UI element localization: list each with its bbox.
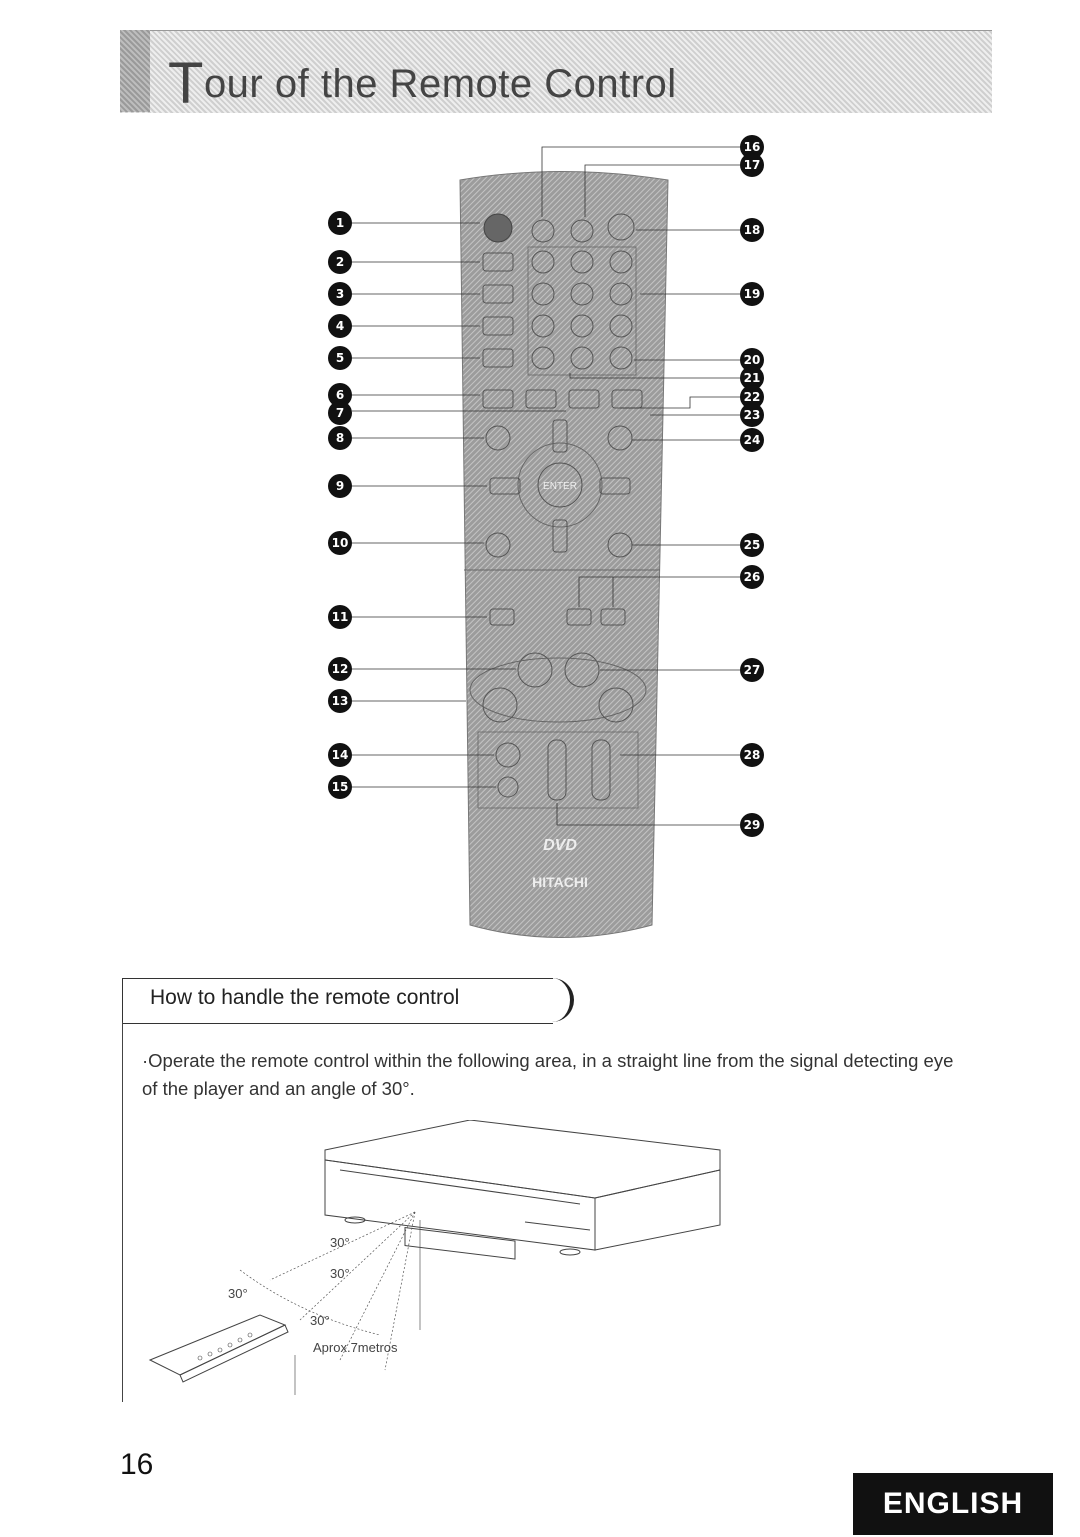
remote-svg: ENTER DVD HITACHI	[352, 146, 740, 938]
callout-7: 7	[328, 401, 352, 425]
play-pause-button	[564, 652, 600, 688]
left-button-5	[482, 348, 514, 368]
left-button-3	[482, 284, 514, 304]
nav-left-bottom-button	[485, 532, 511, 558]
angle-label-4: 30°	[310, 1313, 330, 1328]
transport-button-11	[489, 608, 515, 626]
callout-18: 18	[740, 218, 764, 242]
title-banner-edge	[120, 30, 150, 112]
angle-label-1: 30°	[330, 1235, 350, 1250]
vol-rocker-right	[591, 739, 611, 801]
nav-up-button	[552, 419, 568, 453]
callout-26: 26	[740, 565, 764, 589]
range-lines	[239, 1211, 416, 1371]
callout-11: 11	[328, 605, 352, 629]
top-button-c	[607, 213, 635, 241]
callout-21: 21	[740, 366, 764, 390]
instruction-text: ·Operate the remote control within the f…	[142, 1050, 954, 1099]
top-button-a	[531, 219, 555, 243]
nav-down-button	[552, 519, 568, 553]
enter-ring	[517, 442, 603, 528]
title-rest: our of the Remote Control	[203, 62, 677, 106]
callout-10: 10	[328, 531, 352, 555]
range-diagram: 30° 30° 30° 30° Aprox.7metros	[140, 1119, 740, 1400]
remote-body	[459, 171, 669, 938]
callout-9: 9	[328, 474, 352, 498]
enter-button	[537, 462, 583, 508]
callout-4: 4	[328, 314, 352, 338]
bottom-frame	[477, 731, 639, 809]
callout-2: 2	[328, 250, 352, 274]
vol-rocker-left	[547, 739, 567, 801]
nav-left-button	[489, 477, 521, 495]
section-rule	[122, 1022, 123, 1402]
callout-3: 3	[328, 282, 352, 306]
power-button	[483, 213, 513, 243]
dvd-logo: DVD	[543, 837, 577, 854]
section-header-box	[122, 978, 553, 1024]
callout-25: 25	[740, 533, 764, 557]
left-button-4	[482, 316, 514, 336]
angle-label-2: 30°	[330, 1266, 350, 1281]
callout-17: 17	[740, 153, 764, 177]
left-button-2	[482, 252, 514, 272]
top-button-b	[570, 219, 594, 243]
range-diagram-svg: 30° 30° 30° 30° Aprox.7metros	[148, 1119, 721, 1395]
right-leader-lines	[541, 146, 740, 826]
bottom-button-15	[497, 776, 519, 798]
distance-label: Aprox.7metros	[313, 1340, 398, 1355]
page-number: 16	[120, 1448, 154, 1481]
nav-left-top-button	[485, 425, 511, 451]
callout-19: 19	[740, 282, 764, 306]
callout-14: 14	[328, 743, 352, 767]
angle-label-3: 30°	[228, 1286, 248, 1301]
callout-28: 28	[740, 743, 764, 767]
title-initial: T	[168, 51, 204, 116]
callout-27: 27	[740, 658, 764, 682]
language-tab: ENGLISH	[853, 1473, 1053, 1535]
callout-23: 23	[740, 403, 764, 427]
stop-button	[517, 652, 553, 688]
callout-8: 8	[328, 426, 352, 450]
transport-ring	[469, 657, 647, 723]
skip-back-button	[566, 608, 592, 626]
callout-1: 1	[328, 211, 352, 235]
remote-control-illustration: ENTER DVD HITACHI	[328, 135, 770, 955]
brand-logo: HITACHI	[532, 874, 588, 890]
callout-29: 29	[740, 813, 764, 837]
callout-12: 12	[328, 657, 352, 681]
section-header-curl	[540, 978, 574, 1022]
callout-13: 13	[328, 689, 352, 713]
keypad-frame	[527, 246, 637, 376]
left-leader-lines	[352, 222, 566, 788]
nav-right-button	[599, 477, 631, 495]
skip-fwd-button	[600, 608, 626, 626]
callout-15: 15	[328, 775, 352, 799]
callout-5: 5	[328, 346, 352, 370]
small-remote-drawing	[148, 1314, 289, 1383]
nav-right-top-button	[607, 425, 633, 451]
rewind-button	[482, 687, 518, 723]
title-banner	[120, 30, 992, 113]
callout-24: 24	[740, 428, 764, 452]
dvd-player-drawing	[324, 1119, 721, 1260]
fast-forward-button	[598, 687, 634, 723]
section-title: How to handle the remote control	[150, 986, 460, 1009]
page-title: Tour of the Remote Control	[168, 50, 677, 117]
enter-label: ENTER	[543, 481, 577, 492]
bottom-button-14	[495, 742, 521, 768]
numeric-keypad	[531, 250, 633, 370]
